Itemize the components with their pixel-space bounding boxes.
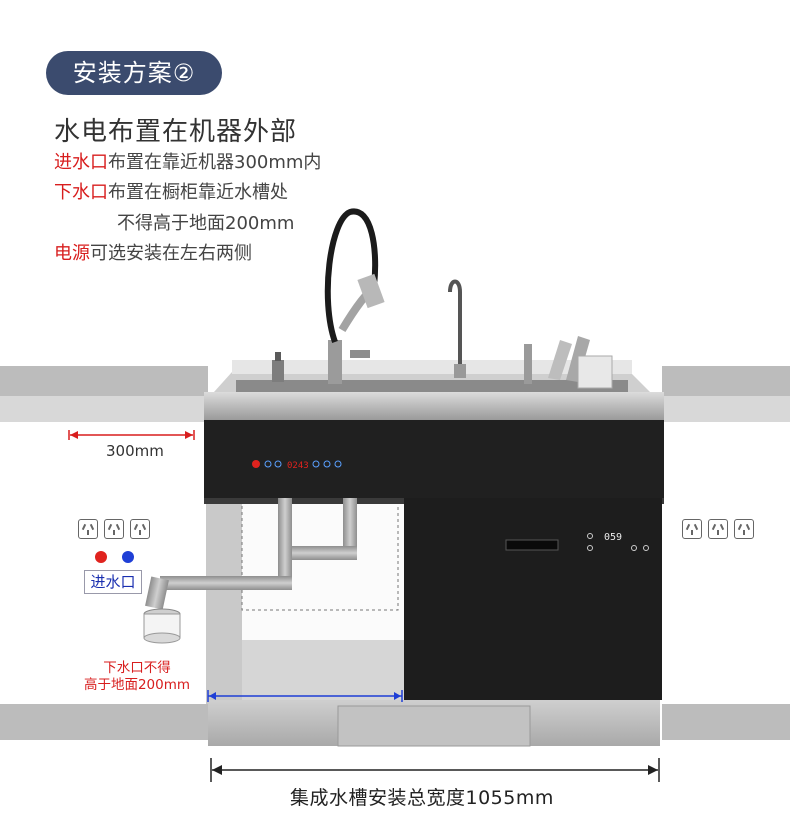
outlet-icon [130,519,150,539]
note-power: 电源可选安装在左右两侧 [54,243,252,265]
outlet-icon [708,519,728,539]
distance-label: 300mm [106,442,164,460]
counter-right [662,366,790,396]
outlet-icon [104,519,124,539]
total-width-label: 集成水槽安装总宽度1055mm [290,787,554,809]
dishwasher-time: 059 [604,532,622,543]
note-highlight: 进水口 [54,152,108,173]
soap-dispenser [272,360,284,382]
floor-drain-icon [143,608,181,644]
note-drain: 下水口布置在橱柜靠近水槽处 [54,182,288,204]
display-time: 0243 [287,461,309,471]
counter-left-edge [0,396,208,422]
hot-water-dot-icon [95,551,107,563]
outlet-icon [682,519,702,539]
cabinet-left-panel [206,498,242,704]
dimension-floor-blue [207,690,403,702]
utensil-rack [524,336,613,389]
drain-caption: 下水口不得 高于地面200mm [72,660,202,694]
note-highlight: 下水口 [54,182,108,203]
title-badge: 安装方案② [46,51,222,95]
floor-left [0,704,208,740]
control-panel [204,420,664,498]
outlet-icon [78,519,98,539]
faucet-icon [324,208,385,384]
note-highlight: 电源 [54,243,90,264]
sink-top [204,392,664,420]
drain-caption-line1: 下水口不得 [103,660,171,676]
control-display [252,460,342,468]
filter-faucet-icon [448,279,466,378]
note-text: 不得高于地面200mm [117,213,295,234]
note-drain-height: 不得高于地面200mm [117,213,294,235]
note-text: 布置在橱柜靠近水槽处 [108,182,288,203]
outlet-icon [734,519,754,539]
drain-caption-line2: 高于地面200mm [83,677,191,693]
dimension-300mm [68,430,195,440]
counter-right-edge [662,396,790,422]
note-text: 可选安装在左右两侧 [90,243,252,264]
dimension-total-width [210,758,660,782]
dishwasher [404,498,662,700]
note-text: 布置在靠近机器300mm内 [108,152,322,173]
dishwasher-display [587,533,649,551]
dishwasher-handle [505,539,559,551]
counter-left [0,366,208,396]
inlet-label: 进水口 [84,570,142,594]
section-heading: 水电布置在机器外部 [54,117,298,147]
cold-water-dot-icon [122,551,134,563]
drain-pipe [145,498,357,610]
floor-right [662,704,790,740]
note-inlet: 进水口布置在靠近机器300mm内 [54,152,321,174]
